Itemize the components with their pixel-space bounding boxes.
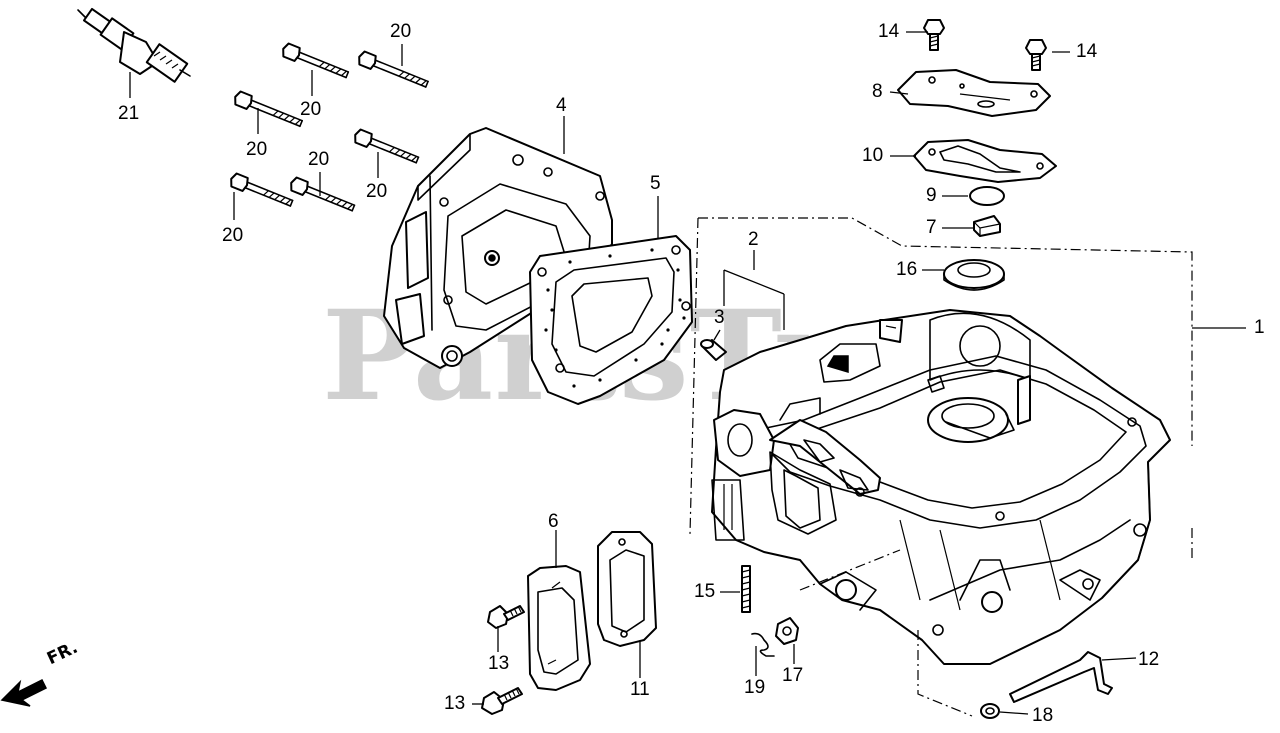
callout-21: 21	[118, 103, 140, 124]
breather-filter	[973, 215, 1001, 237]
flange-bolts	[230, 42, 429, 212]
breather-cover-gasket	[597, 531, 657, 647]
callout-20: 20	[222, 225, 244, 246]
callout-9: 9	[926, 185, 937, 206]
bolt	[354, 128, 420, 164]
callout-11: 11	[630, 679, 650, 700]
bolt	[282, 42, 350, 79]
dowel-pin	[700, 339, 727, 361]
callout-1: 1	[1254, 317, 1265, 338]
callout-20: 20	[246, 139, 268, 160]
stud-bolt	[741, 565, 751, 613]
leader-lines	[129, 31, 1246, 715]
bolt	[358, 50, 429, 88]
oil-level-rod	[1009, 651, 1113, 703]
callout-13: 13	[444, 693, 466, 714]
callout-7: 7	[926, 217, 937, 238]
breather-cover	[897, 69, 1051, 117]
cylinder-block	[711, 309, 1171, 665]
callout-14: 14	[1076, 41, 1098, 62]
callout-13: 13	[488, 653, 510, 674]
washer	[980, 703, 1000, 719]
callout-2: 2	[748, 229, 759, 250]
bolt	[290, 176, 356, 212]
callout-12: 12	[1138, 649, 1160, 670]
callout-20: 20	[300, 99, 322, 120]
callout-5: 5	[650, 173, 661, 194]
callout-20: 20	[366, 181, 388, 202]
callout-19: 19	[744, 677, 766, 698]
callout-3: 3	[714, 307, 725, 328]
cylinder-head	[383, 127, 613, 369]
callout-16: 16	[896, 259, 918, 280]
callout-17: 17	[782, 665, 804, 686]
spark-plug	[77, 7, 191, 83]
callout-15: 15	[694, 581, 716, 602]
bolt	[230, 172, 294, 207]
callout-14: 14	[878, 21, 900, 42]
assembly-boundary	[689, 217, 1193, 717]
reed-valve	[969, 186, 1005, 206]
head-gasket	[529, 235, 693, 405]
cover-bolt	[487, 605, 525, 629]
callout-10: 10	[862, 145, 884, 166]
breather-gasket	[913, 139, 1057, 183]
callout-20: 20	[390, 21, 412, 42]
callout-4: 4	[556, 95, 567, 116]
callout-8: 8	[872, 81, 883, 102]
clip	[751, 632, 775, 657]
flange-bolt-small	[1025, 39, 1047, 71]
flange-bolt-small	[923, 19, 945, 51]
nut	[775, 617, 799, 645]
front-direction-arrow	[0, 678, 48, 707]
bolt	[234, 90, 303, 128]
callout-6: 6	[548, 511, 559, 532]
oil-seal	[943, 259, 1005, 291]
callout-20: 20	[308, 149, 330, 170]
breather-cover-plate	[527, 565, 591, 691]
cover-bolt	[481, 687, 523, 715]
callout-18: 18	[1032, 705, 1054, 726]
